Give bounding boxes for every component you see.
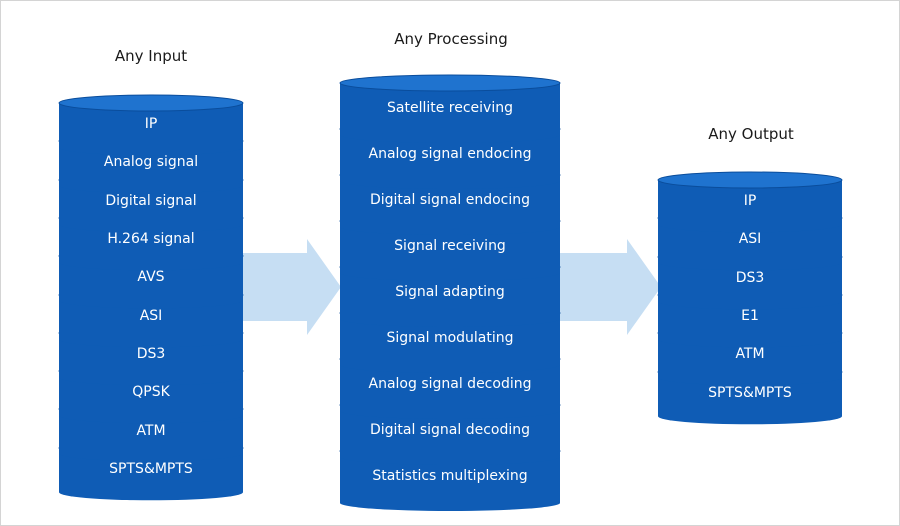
processing-item-label: Analog signal endocing (368, 146, 532, 162)
cylinder-body (658, 294, 842, 348)
input-item-label: AVS (137, 269, 165, 286)
processing-item-label: Statistics multiplexing (372, 468, 528, 484)
input-item-label: IP (144, 116, 158, 133)
arrow-shape (559, 239, 661, 335)
output-item-label: ASI (738, 231, 762, 248)
output-item-label: SPTS&MPTS (708, 384, 792, 401)
input-item-label: QPSK (132, 384, 170, 401)
cylinder-body (658, 333, 842, 386)
arrow-processing-to-output (559, 239, 661, 335)
output-item-label: E1 (741, 308, 759, 325)
input-item-label: ATM (136, 422, 166, 439)
input-item-label: ASI (139, 307, 163, 324)
output-title: Any Output (708, 125, 794, 143)
cylinder-body (59, 256, 243, 309)
cylinder-body (340, 267, 560, 327)
cylinder-body (59, 409, 243, 462)
input-title: Any Input (114, 47, 188, 65)
input-disk-item: IP (58, 94, 244, 156)
output-item-label: ATM (735, 346, 765, 363)
cylinder-body (59, 217, 243, 271)
cylinder-body (340, 175, 560, 235)
cylinder-body (658, 218, 842, 271)
cylinder-body (340, 129, 560, 189)
output-disk-item: IP (657, 171, 843, 233)
cylinder-top (58, 94, 244, 112)
cylinder-body (340, 359, 560, 419)
cylinder-body (59, 141, 243, 194)
cylinder-top (339, 74, 561, 92)
output-item-label: IP (743, 193, 757, 210)
processing-item-label: Signal receiving (394, 238, 506, 254)
arrow-shape (241, 239, 341, 335)
cylinder-body (658, 180, 842, 233)
processing-item-label: Signal adapting (395, 284, 505, 300)
cylinder-body (59, 294, 243, 347)
cylinder-body (59, 103, 243, 156)
processing-item-label: Satellite receiving (387, 100, 513, 116)
input-item-label: Analog signal (103, 154, 199, 171)
input-item-label: Digital signal (105, 192, 197, 209)
cylinder-body (658, 371, 842, 424)
cylinder-shape (339, 74, 561, 143)
cylinder-body (340, 313, 560, 373)
cylinder-shape (58, 94, 244, 156)
processing-disk-item: Satellite receiving (339, 74, 561, 143)
cylinder-body (340, 405, 560, 465)
arrow-input-to-processing (241, 239, 341, 335)
processing-item-label: Digital signal decoding (369, 422, 530, 438)
input-item-label: SPTS&MPTS (109, 460, 193, 477)
cylinder-shape (657, 171, 843, 233)
cylinder-body (340, 83, 560, 143)
cylinder-body (59, 332, 243, 386)
processing-item-label: Analog signal decoding (368, 376, 532, 392)
cylinder-body (658, 256, 842, 309)
processing-title: Any Processing (394, 30, 508, 48)
input-item-label: H.264 signal (107, 231, 195, 248)
cylinder-body (59, 371, 243, 424)
processing-item-label: Signal modulating (386, 330, 514, 346)
output-item-label: DS3 (735, 269, 765, 286)
cylinder-top (657, 171, 843, 189)
cylinder-body (59, 447, 243, 500)
cylinder-body (340, 221, 560, 281)
processing-item-label: Digital signal endocing (369, 192, 530, 208)
cylinder-body (340, 451, 560, 511)
cylinder-body (59, 179, 243, 232)
input-item-label: DS3 (136, 345, 166, 362)
